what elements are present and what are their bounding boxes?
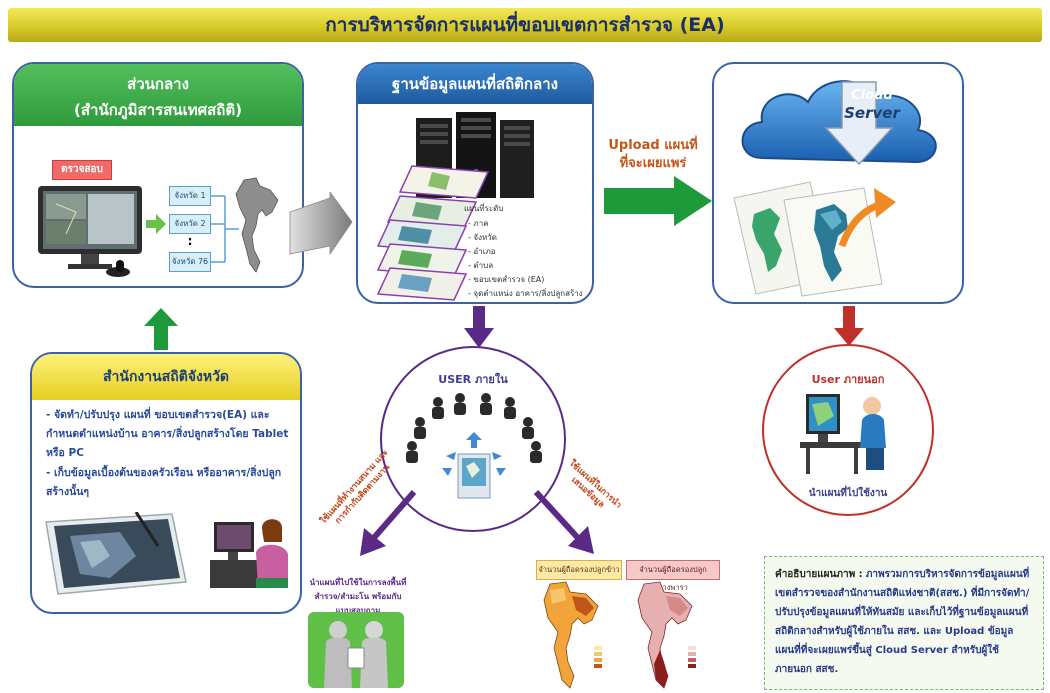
province-label-ellipsis: : [187,234,193,248]
purple-right-arrow-icon [533,489,594,554]
database-header: ฐานข้อมูลแผนที่สถิติกลาง [358,64,592,104]
purple-down-arrow-icon [464,306,494,348]
connector-lines [211,195,239,263]
person-at-computer-icon [210,519,288,588]
upload-arrow-icon [604,176,712,226]
cloud-label-line1: Cloud [851,88,893,103]
rubber-choropleth-map-icon [637,581,696,689]
cloud-panel: Cloud Server [712,62,964,304]
layer-item: - ตำบล [468,261,494,270]
central-title-line1: ส่วนกลาง [127,75,189,93]
province-office-panel: สำนักงานสถิติจังหวัด - จัดทำ/ปรับปรุง แผ… [30,352,302,614]
user-external-label: User ภายนอก [811,373,885,386]
cloud-label-line2: Server [844,104,900,122]
layer-item: - ขอบเขตสำรวจ (EA) [468,275,545,284]
upload-label-line1: Upload แผนที่ [608,138,698,153]
published-maps-icon [733,181,883,297]
province-office-header: สำนักงานสถิติจังหวัด [32,354,300,400]
computer-monitor-icon [38,186,142,277]
central-panel: ส่วนกลาง (สำนักภูมิสารสนเทศสถิติ) ตรวจสอ… [12,62,304,288]
database-panel: ฐานข้อมูลแผนที่สถิติกลาง แผนที่ระดับ [356,62,594,304]
description-heading: คำอธิบายแผนภาพ : [775,569,863,580]
rubber-map-legend: จำนวนผู้ถือครองปลูกยางพารา [626,560,720,592]
province-office-bullet2: - เก็บข้อมูลเบื้องต้นของครัวเรือน หรืออา… [46,467,282,498]
province-label: จังหวัด 2 [169,214,211,234]
layers-heading: แผนที่ระดับ [464,204,504,213]
cloud-server-icon [741,80,937,166]
external-user-at-desk-icon [800,394,886,474]
green-up-arrow-icon [144,308,178,350]
central-header: ส่วนกลาง (สำนักภูมิสารสนเทศสถิติ) [14,64,302,126]
rice-choropleth-map-icon [543,581,602,689]
province-label: จังหวัด 76 [169,252,211,272]
layer-item: - จุดตำแหน่ง อาคาร/สิ่งปลูกสร้าง [468,289,583,298]
field-survey-people-icon [308,612,404,688]
page-title: การบริหารจัดการแผนที่ขอบเขตการสำรวจ (EA) [8,8,1042,42]
layer-item: - จังหวัด [468,233,497,242]
purple-left-arrow-icon [360,490,417,556]
field-use-caption: นำแผนที่ไปใช้ในการลงพื้นที่ สำรวจ/สำมะโน… [309,578,407,615]
description-text: ภาพรวมการบริหารจัดการข้อมูลแผนที่เขตสำรว… [775,569,1030,675]
province-office-bullet1: - จัดทำ/ปรับปรุง แผนที่ ขอบเขตสำรวจ(EA) … [46,409,289,459]
province-label: จังหวัด 1 [169,186,211,206]
central-title-line2: (สำนักภูมิสารสนเทศสถิติ) [74,101,242,119]
green-arrow-icon [146,214,166,234]
thailand-map-icon [235,177,279,273]
layer-item: - ภาค [468,219,489,228]
user-internal-label: USER ภายใน [438,373,508,386]
user-external-circle [762,344,934,516]
user-external-caption: นำแผนที่ไปใช้งาน [808,488,888,499]
description-box: คำอธิบายแผนภาพ : ภาพรวมการบริหารจัดการข้… [764,556,1044,690]
meeting-people-icon [406,393,542,499]
upload-label-line2: ที่จะเผยแพร่ [619,156,687,171]
tablet-icon [45,512,187,595]
grey-transfer-arrow-icon [289,192,353,256]
check-label: ตรวจสอบ [52,160,112,180]
red-down-arrow-icon [834,306,864,346]
rice-map-legend: จำนวนผู้ถือครองปลูกข้าว [536,560,622,580]
layer-item: - อำเภอ [468,247,496,256]
map-layers-icon [376,165,490,301]
orange-curved-arrow-icon [838,188,896,248]
